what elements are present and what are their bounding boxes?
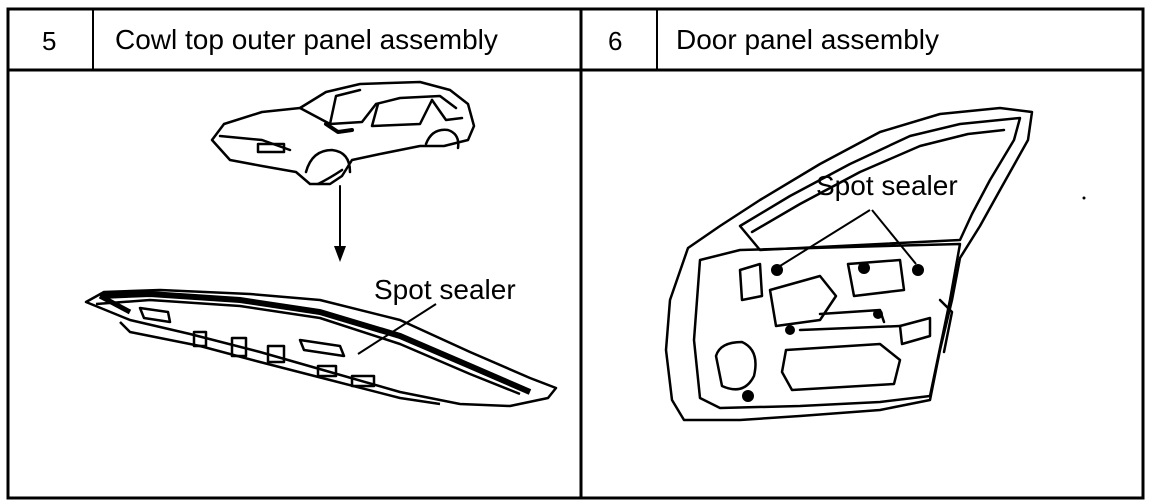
car-icon [210, 80, 476, 253]
door-panel-title: Door panel assembly [676, 24, 940, 55]
cowl-panel-shape [84, 288, 558, 408]
cowl-panel-title: Cowl top outer panel assembly [115, 24, 498, 55]
right-spot-sealer-label: Spot sealer [816, 170, 958, 201]
arrow-down-icon [334, 246, 346, 262]
callout-leaders [779, 209, 917, 267]
callout-leader [357, 303, 437, 355]
door-icon [664, 106, 1034, 422]
row-number-5: 5 [42, 26, 57, 56]
left-spot-sealer-label: Spot sealer [374, 274, 516, 305]
sealer-bead-line [99, 290, 532, 395]
row-number-6: 6 [608, 26, 623, 56]
sealer-spot-markers [742, 262, 924, 402]
